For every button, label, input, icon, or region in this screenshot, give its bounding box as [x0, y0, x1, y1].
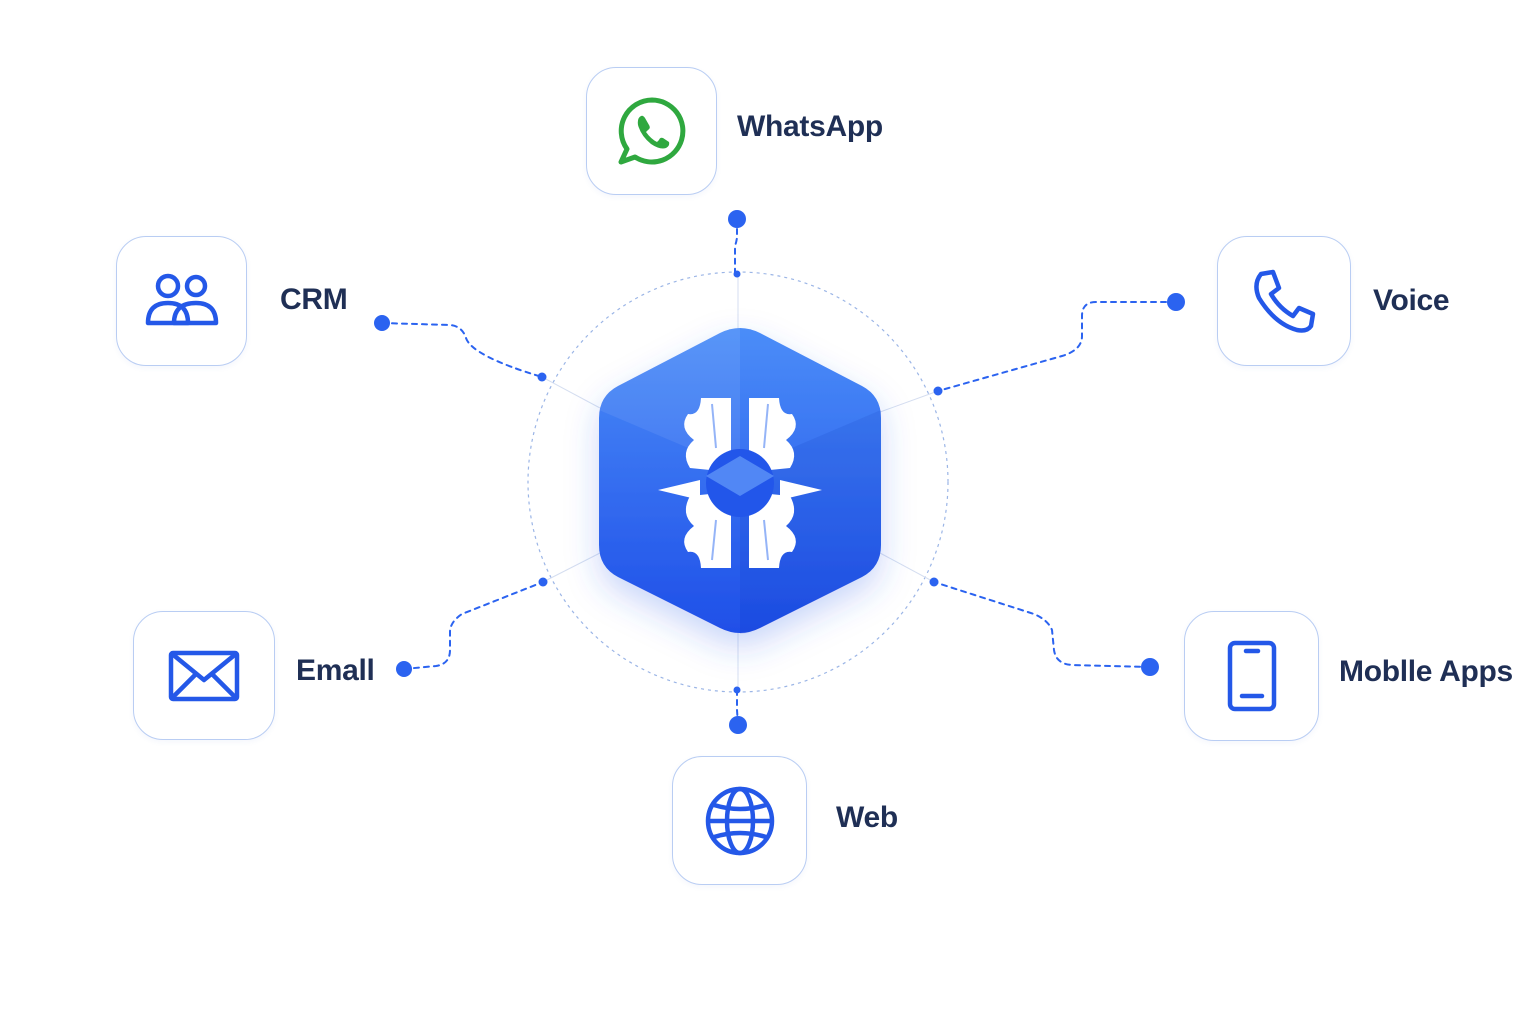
web-label: Web — [836, 801, 898, 834]
ring-dot — [933, 386, 943, 396]
email-tile[interactable] — [133, 611, 275, 740]
mobile-apps-label: Moblle Apps — [1339, 655, 1513, 688]
crm-tile[interactable] — [116, 236, 247, 366]
mobile-apps-tile[interactable] — [1184, 611, 1319, 741]
voice-tile[interactable] — [1217, 236, 1351, 366]
endpoint-dot-mobile — [1141, 658, 1159, 676]
whatsapp-label: WhatsApp — [737, 110, 883, 143]
endpoint-dot-web — [729, 716, 747, 734]
ring-dot — [929, 577, 939, 587]
crm-label: CRM — [280, 283, 348, 316]
email-label: Emall — [296, 654, 375, 687]
connector-whatsapp — [734, 218, 738, 275]
ring-dot — [733, 270, 741, 278]
smartphone-icon — [1226, 640, 1278, 712]
globe-icon — [704, 785, 776, 857]
hub-logo-icon — [599, 328, 881, 634]
endpoint-dot-email — [396, 661, 412, 677]
envelope-icon — [168, 650, 240, 702]
connector-crm — [381, 322, 543, 378]
whatsapp-tile[interactable] — [586, 67, 717, 195]
ring-dot — [538, 577, 548, 587]
ring-dot — [537, 372, 547, 382]
ring-dot — [733, 686, 741, 694]
users-icon — [144, 273, 220, 329]
whatsapp-icon — [615, 94, 689, 168]
endpoint-dot-voice — [1167, 293, 1185, 311]
spokes — [541, 274, 939, 690]
connector-mobile — [933, 581, 1151, 668]
web-tile[interactable] — [672, 756, 807, 885]
endpoint-dot-whatsapp — [728, 210, 746, 228]
endpoint-dot-crm — [374, 315, 390, 331]
phone-icon — [1249, 266, 1319, 336]
connector-email — [403, 581, 544, 670]
voice-label: Voice — [1373, 284, 1450, 317]
connector-voice — [937, 301, 1177, 392]
